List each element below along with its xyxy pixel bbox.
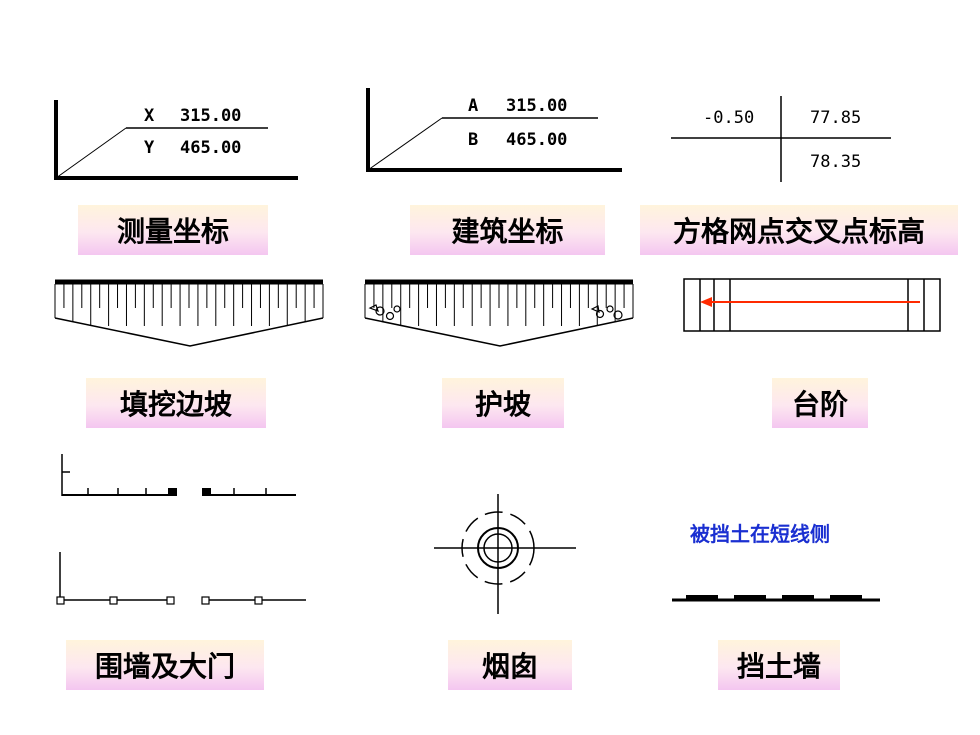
- survey-y-letter: Y: [144, 138, 155, 158]
- label-steps: 台阶: [772, 378, 868, 428]
- grid-offset-value: -0.50: [703, 108, 754, 128]
- survey-y-value: 465.00: [180, 138, 241, 158]
- slope-hatch: [364, 284, 634, 326]
- grid-elevation-symbol: -0.50 77.85 78.35: [671, 96, 891, 182]
- label-retaining-wall: 挡土墙: [718, 640, 840, 690]
- survey-x-value: 315.00: [180, 106, 241, 126]
- steps-symbol: [683, 278, 941, 332]
- revetment-symbol: [364, 279, 634, 347]
- label-grid-elevation: 方格网点交叉点标高: [640, 205, 958, 255]
- label-chimney: 烟囱: [448, 640, 572, 690]
- grid-natural-elevation: 78.35: [810, 152, 861, 172]
- building-a-value: 315.00: [506, 96, 567, 116]
- building-b-value: 465.00: [506, 130, 567, 150]
- slope-hatch: [54, 284, 324, 326]
- chimney-symbol: [434, 494, 576, 614]
- survey-x-letter: X: [144, 106, 155, 126]
- arrow-head-icon: [700, 297, 712, 307]
- label-fill-cut-slope: 填挖边坡: [86, 378, 266, 428]
- wall-gate-symbol: [56, 454, 306, 605]
- building-b-letter: B: [468, 130, 478, 150]
- building-coordinate-symbol: A 315.00 B 465.00: [366, 88, 622, 172]
- retaining-wall-note: 被挡土在短线侧: [690, 522, 830, 546]
- fill-cut-slope-symbol: [54, 279, 324, 347]
- survey-coordinate-symbol: X 315.00 Y 465.00: [54, 100, 298, 180]
- label-building-coordinate: 建筑坐标: [410, 205, 605, 255]
- label-wall-gate: 围墙及大门: [66, 640, 264, 690]
- retaining-wall-symbol: [672, 595, 880, 602]
- stone-icon: [368, 304, 623, 321]
- grid-design-elevation: 77.85: [810, 108, 861, 128]
- label-revetment: 护坡: [442, 378, 564, 428]
- label-survey-coordinate: 测量坐标: [78, 205, 268, 255]
- building-a-letter: A: [468, 96, 478, 116]
